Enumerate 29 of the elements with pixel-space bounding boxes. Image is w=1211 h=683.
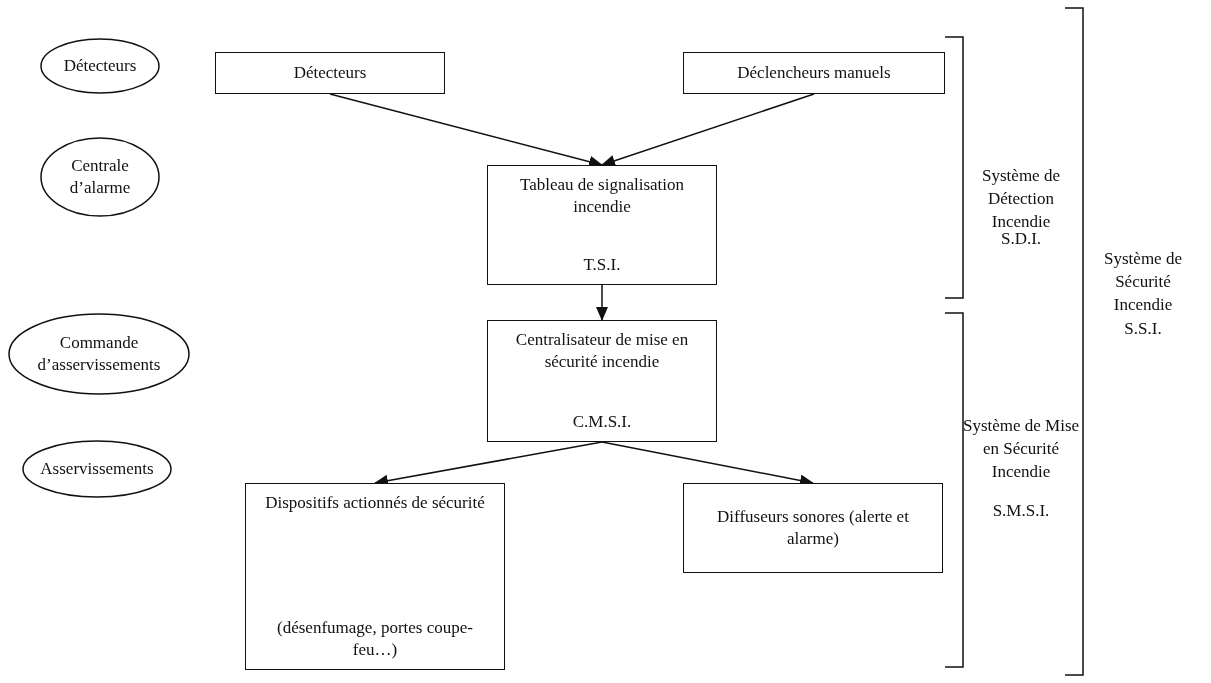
node-text: Détecteurs (63, 54, 137, 77)
node-text: Dispositifs actionnés de sécurité (265, 492, 485, 514)
node-text: Centralisateur de mise en sécurité incendie (514, 329, 690, 374)
node-text: (désenfumage, portes coupe-feu…) (276, 616, 474, 661)
node-text: Détecteurs (293, 61, 367, 84)
bracket-label: S.S.I. (1123, 318, 1163, 340)
oval (22, 440, 172, 498)
oval (40, 137, 160, 217)
process-box (487, 165, 717, 285)
node-text: Déclencheurs manuels (737, 61, 891, 84)
process-box (683, 483, 943, 573)
process-box (215, 52, 445, 94)
bracket-label: Système de Mise en Sécurité Incendie (962, 415, 1080, 483)
oval (40, 38, 160, 94)
bracket-label: S.M.S.I. (991, 500, 1051, 522)
oval (8, 313, 190, 395)
node-text: C.M.S.I. (572, 410, 632, 433)
process-box (487, 320, 717, 442)
process-box (245, 483, 505, 670)
bracket-label: Système de Sécurité Incendie (1103, 248, 1183, 316)
arrow (601, 93, 815, 167)
process-box (683, 52, 945, 94)
node-text: Tableau de signalisation incendie (518, 174, 685, 219)
node-text: Diffuseurs sonores (alerte et alarme) (716, 505, 910, 550)
arrow (596, 284, 608, 321)
node-text: Commande d’asservissements (36, 331, 162, 376)
node-text: T.S.I. (583, 253, 621, 276)
node-text: Centrale d’alarme (68, 154, 132, 199)
node-text: Asservissements (40, 457, 154, 480)
